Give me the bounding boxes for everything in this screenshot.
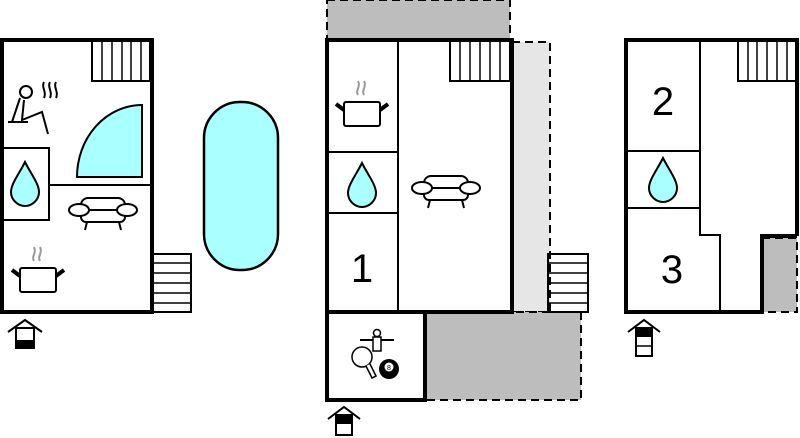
terrace [326, 0, 511, 41]
game-room-icon: 8 [351, 328, 399, 380]
sauna-icon [8, 81, 58, 135]
bedroom-label: 3 [661, 248, 683, 292]
entrance-icon [627, 318, 661, 357]
bedroom-label: 2 [652, 80, 674, 124]
cooking-pot-icon [10, 245, 66, 294]
ground-floor [0, 38, 192, 349]
stairs-icon [547, 253, 589, 313]
balcony [511, 41, 551, 313]
stairs-icon [91, 39, 151, 82]
whirlpool-icon [75, 103, 143, 178]
stairs-icon [151, 253, 192, 313]
stairs-icon [449, 39, 511, 82]
second-floor: 2 3 [624, 38, 799, 357]
water-drop-icon [10, 161, 40, 207]
sofa-icon [411, 175, 481, 209]
entrance-icon [327, 405, 361, 436]
water-drop-icon [648, 157, 678, 203]
ball-number: 8 [387, 365, 391, 372]
water-drop-icon [347, 162, 377, 208]
cooking-pot-icon [334, 79, 390, 128]
sofa-icon [68, 197, 138, 231]
bedroom-label: 1 [351, 247, 373, 291]
terrace [424, 311, 582, 401]
terrace [761, 237, 798, 313]
entrance-icon [7, 318, 43, 349]
pool-icon [202, 100, 280, 272]
first-floor: 1 8 [325, 0, 589, 436]
stairs-icon [737, 39, 798, 82]
